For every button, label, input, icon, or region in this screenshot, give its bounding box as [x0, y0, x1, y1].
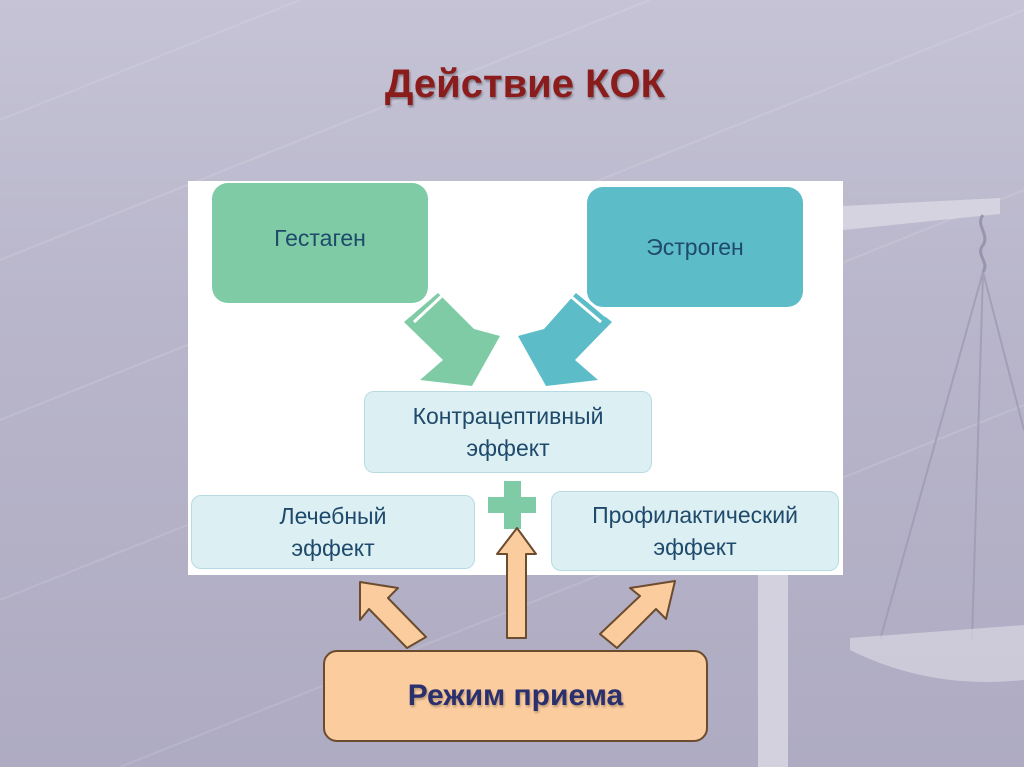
prophylactic-effect-line1: Профилактический — [592, 502, 798, 528]
prophylactic-effect-line2: эффект — [653, 534, 737, 560]
therapeutic-effect-node: Лечебный эффект — [191, 495, 475, 569]
prophylactic-effect-node: Профилактический эффект — [551, 491, 839, 571]
therapeutic-effect-line1: Лечебный — [279, 503, 387, 529]
contraceptive-effect-line1: Контрацептивный — [412, 403, 604, 429]
contraceptive-effect-node: Контрацептивный эффект — [364, 391, 652, 473]
therapeutic-effect-line2: эффект — [291, 535, 375, 561]
contraceptive-effect-line2: эффект — [466, 435, 550, 461]
page-title: Действие КОК — [384, 62, 666, 106]
regimen-node: Режим приема — [323, 650, 708, 742]
estrogen-node: Эстроген — [587, 187, 803, 307]
gestagen-node: Гестаген — [212, 183, 428, 303]
